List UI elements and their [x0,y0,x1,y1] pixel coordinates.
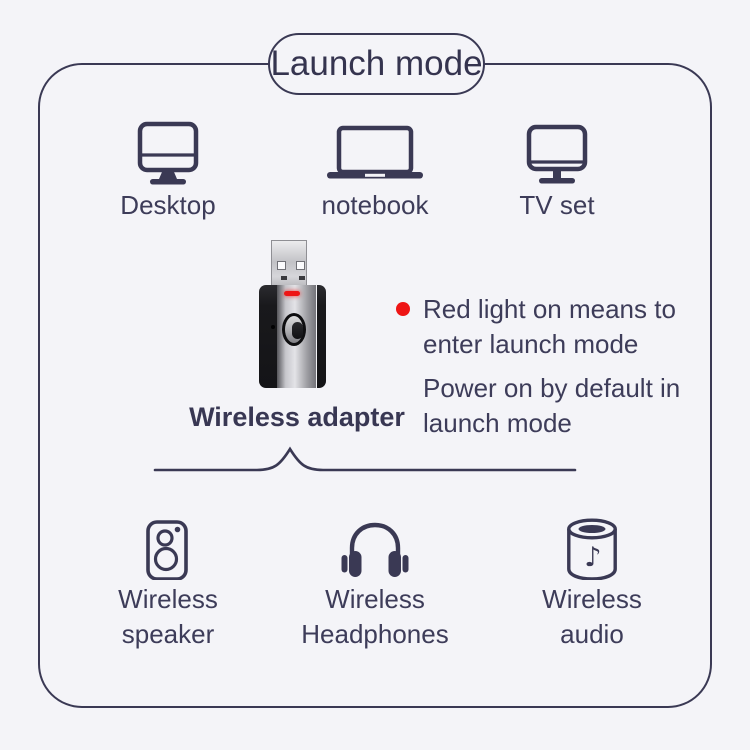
output-line: speaker [121,619,215,649]
output-line: Headphones [301,619,449,649]
usb-contact [299,276,305,280]
bullet-spacer [396,381,410,395]
usb-plug [271,240,307,288]
adapter-body [259,285,326,388]
desktop-icon [136,118,200,186]
usb-hole [277,261,286,270]
output-line: Wireless [118,584,218,614]
note-line: launch mode [423,408,572,438]
device-item-desktop: Desktop [93,118,243,220]
wireless-adapter-image [256,238,328,390]
device-label: TV set [519,190,595,220]
red-led-indicator [284,291,300,296]
headphones-icon [341,512,409,580]
output-item-audio: ♪ Wireless audio [517,512,667,652]
output-label: Wireless audio [542,582,642,652]
device-label: notebook [321,190,429,220]
usb-contact [281,276,287,280]
output-label: Wireless Headphones [301,582,448,652]
note-power-on: Power on by default in launch mode [396,371,716,441]
brace-divider [153,445,577,475]
device-item-tv: TV set [482,118,632,220]
note-text: Red light on means to enter launch mode [423,292,676,362]
output-line: Wireless [542,584,642,614]
page-title-label: Launch mode [270,44,483,83]
mic-hole [271,325,275,329]
output-item-headphones: Wireless Headphones [300,512,450,652]
output-label: Wireless speaker [118,582,218,652]
music-note-icon: ♪ [584,542,601,573]
multifunction-button [282,313,306,346]
button-ring [285,316,303,343]
page-title: Launch mode [268,33,485,95]
tv-icon [525,118,589,186]
output-item-speaker: Wireless speaker [93,512,243,652]
device-item-notebook: notebook [300,118,450,220]
note-line: enter launch mode [423,329,639,359]
smart-speaker-icon: ♪ [564,512,620,580]
usb-hole [296,261,305,270]
notes-block: Red light on means to enter launch mode … [396,292,716,441]
speaker-icon [136,512,200,580]
note-text: Power on by default in launch mode [423,371,680,441]
note-red-light: Red light on means to enter launch mode [396,292,716,362]
note-line: Power on by default in [423,373,681,403]
output-line: audio [560,619,624,649]
note-line: Red light on means to [423,294,676,324]
button-cap [291,322,303,339]
device-label: Desktop [120,190,216,220]
adapter-label: Wireless adapter [189,402,405,432]
output-line: Wireless [325,584,425,614]
notebook-icon [325,118,425,186]
red-dot-icon [396,302,410,316]
